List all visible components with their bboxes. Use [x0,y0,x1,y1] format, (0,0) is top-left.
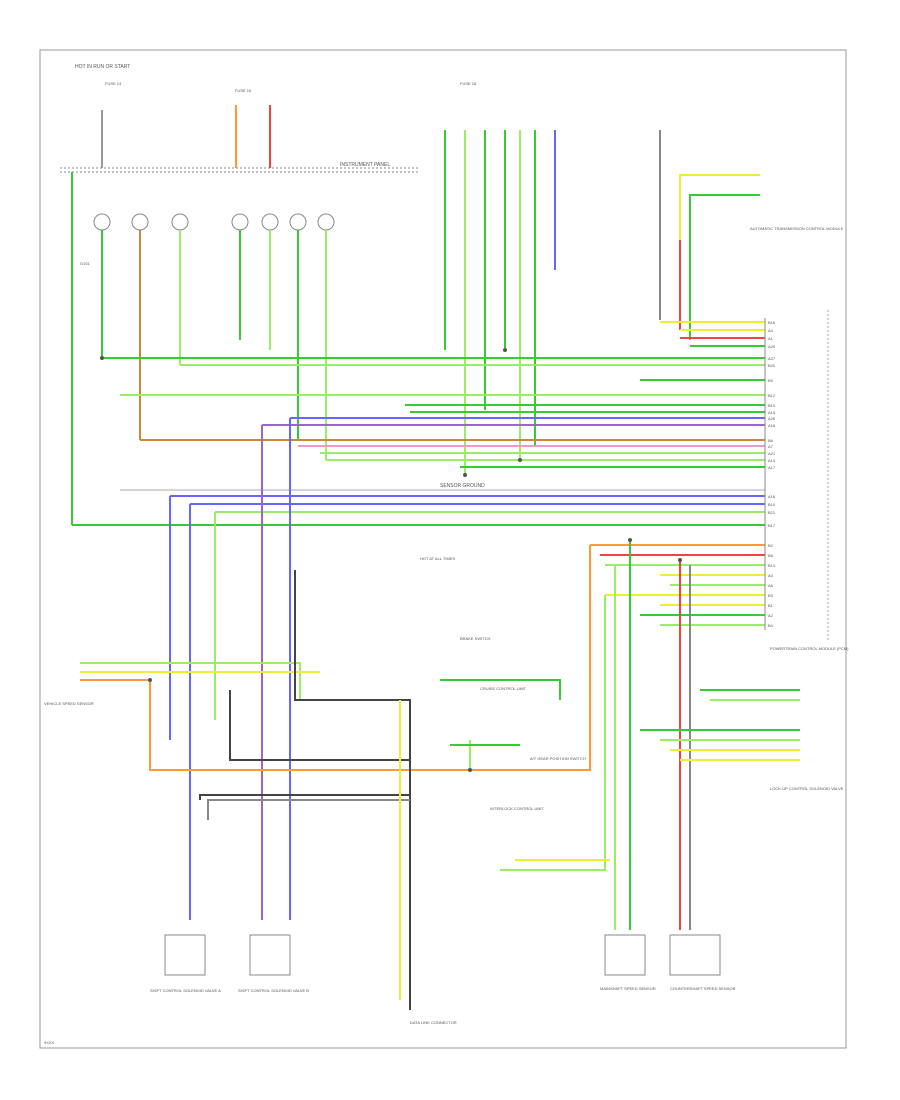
bottom-center: DATA LINK CONNECTOR [410,1020,457,1025]
pcm-pin-label: A1 [768,336,774,341]
pcm-pin-label: B6 [768,438,774,443]
pcm-pin-label: B3 [768,593,774,598]
center-block-4: A/T GEAR POSITION SWITCH [530,756,586,761]
right-box-label: AUTOMATIC TRANSMISSION CONTROL MODULE [750,226,844,231]
center-connector [444,130,556,475]
lower-right-label: LOCK-UP CONTROL SOLENOID VALVE [770,786,844,791]
center-block-5: INTERLOCK CONTROL UNIT [490,806,544,811]
left-sensor-wires [80,545,591,1010]
pcm-pin-label: B14 [768,563,776,568]
ground-label: G101 [80,261,91,266]
right-relay-wires [659,130,760,340]
footer-code: 9XXX [44,1040,55,1045]
fuse-right: FUSE 18 [460,81,477,86]
pcm-pin-label: A18 [768,423,776,428]
pcm-pin-label: B21 [768,510,776,515]
pcm-pin-label: A16 [768,494,776,499]
bottom-right-2: COUNTERSHAFT SPEED SENSOR [670,986,736,991]
lower-harness [199,540,800,1000]
pcm-pin-label: A4 [768,328,774,333]
diagram-frame [39,49,847,1049]
bottom-right-1: MAINSHAFT SPEED SENSOR [600,986,656,991]
pcm-pin-label: A26 [768,416,776,421]
splice-dots [100,348,682,772]
pcm-pin-label: B8 [768,553,774,558]
center-block-3: CRUISE CONTROL UNIT [480,686,527,691]
header-label: HOT IN RUN OR START [75,64,130,70]
pcm-pin-label: A3 [768,573,774,578]
pcm-pin-label: A17 [768,465,776,470]
pcm-pin-label: A6 [768,583,774,588]
pcm-pin-label: B4 [768,623,774,628]
center-block-2: BRAKE SWITCH [460,636,491,641]
pcm-pin-label: B9 [768,378,774,383]
pcm-pin-label: A7 [768,444,774,449]
pcm-pin-label: A2 [768,613,774,618]
upper-component-row [93,213,335,231]
pcm-label: POWERTRAIN CONTROL MODULE (PCM) [770,646,849,651]
bottom-components [164,934,721,976]
pcm-pin-label: A14 [768,458,776,463]
bottom-left-2: SHIFT CONTROL SOLENOID VALVE B [238,988,309,993]
pcm-pin-label: A21 [768,451,776,456]
pcm-pin-label: A15 [768,410,776,415]
bottom-left-1: SHIFT CONTROL SOLENOID VALVE A [150,988,221,993]
second-harness [72,495,765,626]
long-vertical-wires [169,418,291,920]
left-note: VEHICLE SPEED SENSOR [44,701,94,706]
center-block-1: HOT AT ALL TIMES [420,556,455,561]
pcm-pin-label: B10 [768,502,776,507]
pcm-pin-label: B17 [768,523,776,528]
fuse-left: FUSE 14 [105,81,122,86]
upper-wires [71,105,327,525]
pcm-pin-label: B12 [768,393,776,398]
pcm-pin-label: B2 [768,543,774,548]
pcm-pin-label: B1 [768,603,774,608]
pcm-pin-label: A20 [768,344,776,349]
pcm-pin-label: B16 [768,320,776,325]
sensor-ground-label: SENSOR GROUND [440,483,485,489]
pcm-pin-label: B20 [768,363,776,368]
pcm-pin-label: B19 [768,403,776,408]
pcm-pin-label: A27 [768,356,776,361]
fuse-center: FUSE 10 [235,88,252,93]
bus-label: INSTRUMENT PANEL [340,162,390,168]
main-harness [102,321,765,468]
